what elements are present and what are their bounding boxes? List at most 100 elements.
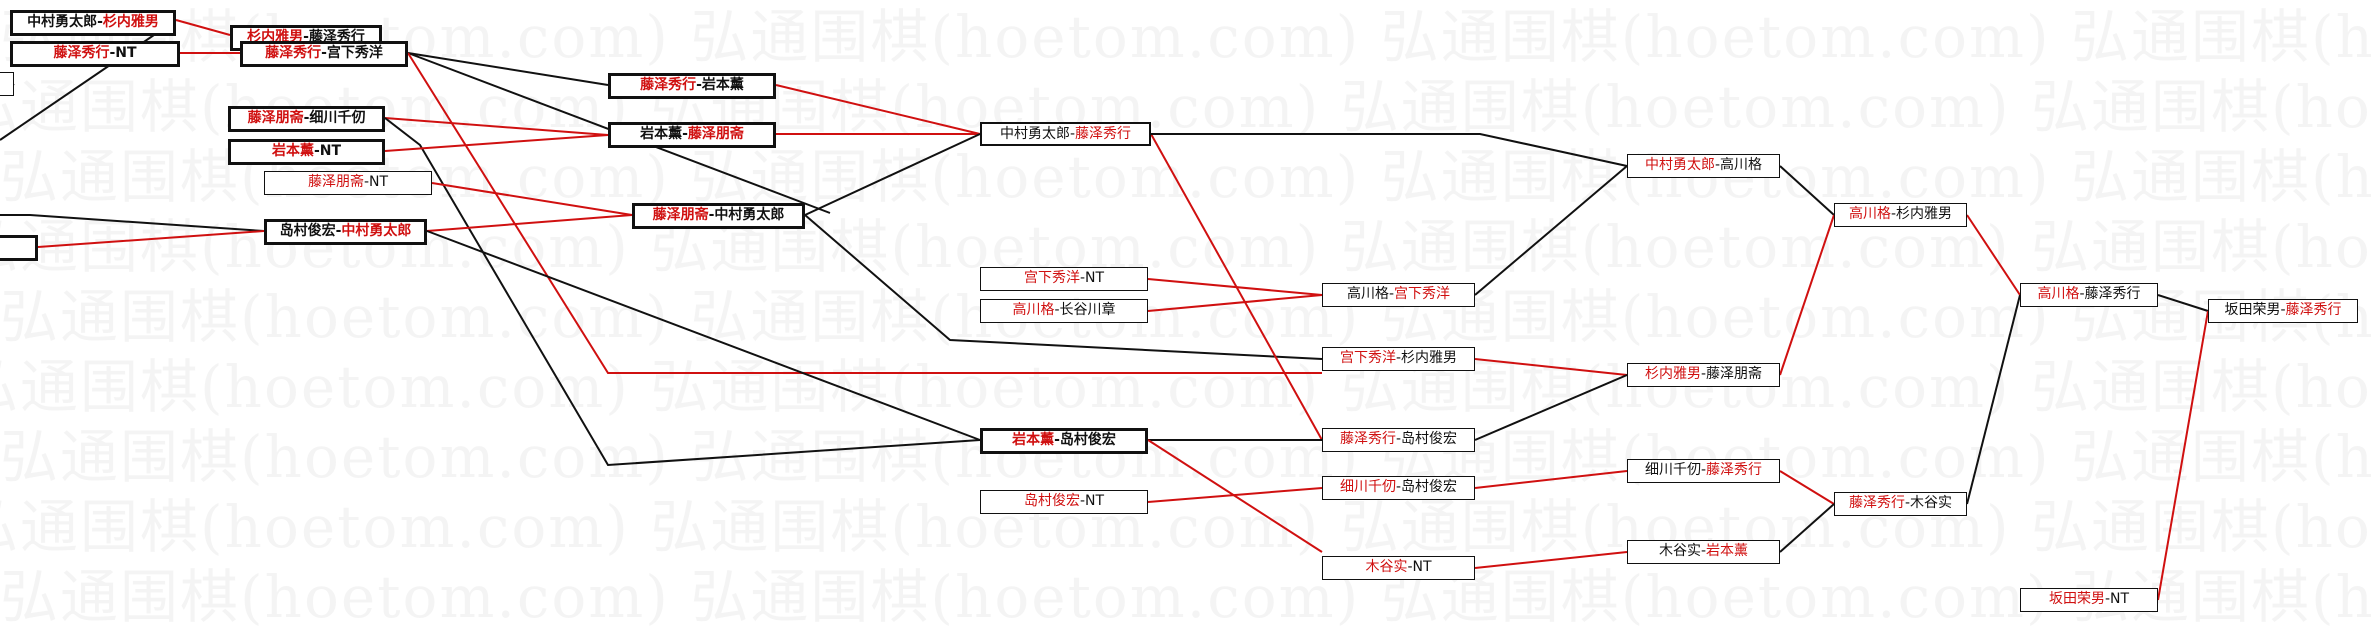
bracket-connector <box>426 230 981 441</box>
player-winner: 岩本薰 <box>271 143 314 159</box>
bracket-connector <box>1779 503 1835 553</box>
match-separator: - <box>2104 591 2111 607</box>
match-separator: - <box>682 126 688 142</box>
bracket-connector <box>804 133 981 216</box>
match-box-cropped[interactable] <box>0 72 14 96</box>
bracket-connector <box>1147 294 1323 312</box>
player-loser: 岛村俊宏 <box>1059 432 1116 448</box>
bracket-connector <box>1779 470 1835 505</box>
bracket-connector <box>37 230 265 248</box>
player-winner: 藤泽秀行 <box>1339 431 1396 447</box>
player-winner: 杉内雅男 <box>1644 366 1701 382</box>
player-winner: 宫下秀洋 <box>1023 270 1080 286</box>
player-loser: NT <box>319 143 342 159</box>
player-winner: 细川千仞 <box>1339 479 1396 495</box>
player-loser: 中村勇太郎 <box>27 14 98 30</box>
player-winner: 岛村俊宏 <box>1023 493 1080 509</box>
match-box[interactable]: 细川千仞-岛村俊宏 <box>1322 476 1475 500</box>
match-box[interactable]: 岛村俊宏-NT <box>980 490 1148 514</box>
match-box[interactable]: 坂田荣男-藤泽秀行 <box>2208 299 2358 323</box>
match-box[interactable]: 宫下秀洋-杉内雅男 <box>1322 347 1475 371</box>
player-winner: 藤泽秀行 <box>1706 462 1763 478</box>
match-box[interactable]: 中村勇太郎-藤泽秀行 <box>980 122 1151 146</box>
player-winner: 高川格 <box>1848 206 1891 222</box>
player-loser: 高川格 <box>1720 157 1763 173</box>
player-loser: 宫下秀洋 <box>326 45 383 61</box>
match-box[interactable]: 高川格-藤泽秀行 <box>2020 283 2158 307</box>
match-separator: - <box>1388 286 1395 302</box>
player-winner: 宫下秀洋 <box>1339 350 1396 366</box>
player-winner: 藤泽秀行 <box>265 45 322 61</box>
match-box[interactable]: 岛村俊宏-中村勇太郎 <box>264 219 427 245</box>
player-loser: 岩本薰 <box>640 126 683 142</box>
match-box[interactable]: 坂田荣男-NT <box>2020 588 2158 612</box>
bracket-connector <box>407 52 1322 374</box>
bracket-connector <box>407 52 609 86</box>
player-winner: 藤泽秀行 <box>53 45 110 61</box>
match-box[interactable]: 藤泽秀行-岛村俊宏 <box>1322 428 1475 452</box>
player-winner: 木谷实 <box>1365 559 1408 575</box>
match-box[interactable]: 藤泽秀行-岩本薰 <box>608 73 776 99</box>
bracket-connector <box>431 182 633 216</box>
match-separator: - <box>303 110 310 126</box>
match-separator: - <box>1700 462 1707 478</box>
player-winner: 岩本薰 <box>1012 432 1055 448</box>
match-box[interactable]: 高川格-长谷川章 <box>980 299 1148 323</box>
player-winner: 藤泽秀行 <box>1075 126 1132 142</box>
match-box[interactable]: 细川千仞-藤泽秀行 <box>1627 459 1780 483</box>
match-box[interactable]: 中村勇太郎-高川格 <box>1627 154 1780 178</box>
match-separator: - <box>1395 431 1402 447</box>
player-winner: 坂田荣男 <box>2048 591 2105 607</box>
player-loser: 木谷实 <box>1658 543 1701 559</box>
match-box[interactable]: 藤泽秀行-宫下秀洋 <box>240 41 408 67</box>
player-loser: 木谷实 <box>1910 495 1953 511</box>
match-separator: - <box>303 29 309 45</box>
player-winner: 藤泽秀行 <box>1848 495 1905 511</box>
match-separator: - <box>1069 126 1076 142</box>
player-loser: 岛村俊宏 <box>1401 431 1458 447</box>
match-box[interactable]: 藤泽朋斋-细川千仞 <box>228 106 385 132</box>
bracket-connector <box>384 134 609 152</box>
bracket-connector <box>1474 358 1628 376</box>
player-loser: 高川格 <box>1346 286 1389 302</box>
match-separator: - <box>321 45 327 61</box>
player-winner: 藤泽朋斋 <box>307 174 364 190</box>
match-box[interactable]: 藤泽朋斋-中村勇太郎 <box>632 203 805 229</box>
match-box-cropped[interactable] <box>0 235 38 261</box>
match-box[interactable]: 木谷实-NT <box>1322 556 1475 580</box>
player-loser: 中村勇太郎 <box>999 126 1070 142</box>
player-loser: NT <box>115 45 137 61</box>
match-box[interactable]: 藤泽秀行-NT <box>10 41 180 67</box>
player-winner: 高川格 <box>1012 302 1055 318</box>
match-box[interactable]: 杉内雅男-藤泽朋斋 <box>1627 363 1780 387</box>
match-box[interactable]: 藤泽朋斋-NT <box>264 171 432 195</box>
match-separator: - <box>363 174 370 190</box>
match-box[interactable]: 岩本薰-NT <box>228 139 385 165</box>
bracket-connector <box>1474 165 1628 296</box>
bracket-connector <box>384 117 609 136</box>
match-box[interactable]: 岩本薰-藤泽朋斋 <box>608 122 776 148</box>
match-box[interactable]: 木谷实-岩本薰 <box>1627 540 1780 564</box>
player-loser: NT <box>1085 493 1105 509</box>
match-separator: - <box>1079 493 1086 509</box>
match-box[interactable]: 藤泽秀行-木谷实 <box>1834 492 1967 516</box>
match-box[interactable]: 岩本薰-岛村俊宏 <box>980 428 1148 454</box>
player-loser: 藤泽秀行 <box>2084 286 2141 302</box>
player-winner: 藤泽朋斋 <box>247 110 304 126</box>
player-winner: 岩本薰 <box>1706 543 1749 559</box>
match-box[interactable]: 高川格-宫下秀洋 <box>1322 283 1475 307</box>
bracket-connector <box>384 117 981 467</box>
match-separator: - <box>1890 206 1897 222</box>
match-box[interactable]: 中村勇太郎-杉内雅男 <box>10 10 176 36</box>
bracket-connector <box>804 214 1323 360</box>
match-separator: - <box>1395 350 1402 366</box>
bracket-connector <box>0 214 265 232</box>
bracket-connector <box>1147 487 1323 503</box>
match-box[interactable]: 高川格-杉内雅男 <box>1834 203 1967 227</box>
player-loser: 岛村俊宏 <box>279 223 336 239</box>
match-box[interactable]: 宫下秀洋-NT <box>980 267 1148 291</box>
player-winner: 藤泽秀行 <box>2285 302 2342 318</box>
match-separator: - <box>2079 286 2085 302</box>
bracket-connector <box>1474 374 1628 441</box>
player-loser: 藤泽朋斋 <box>1706 366 1763 382</box>
